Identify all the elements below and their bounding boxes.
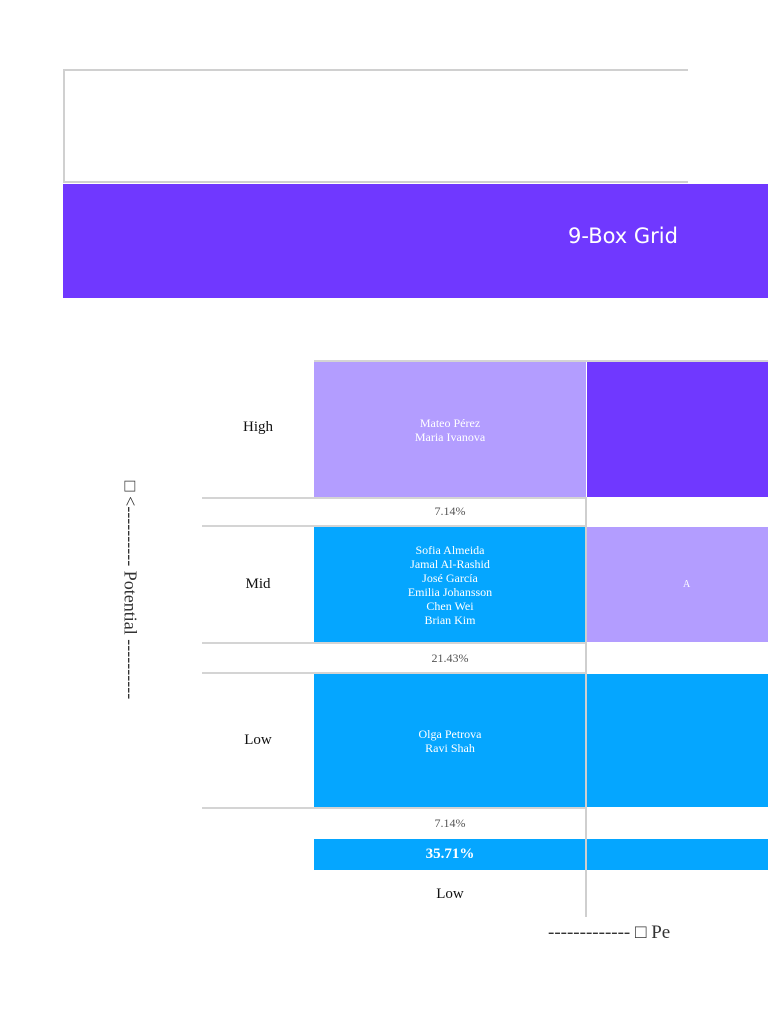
row-label-high: High [243, 419, 273, 435]
employee-name: José García [422, 570, 478, 585]
employee-name: Chen Wei [426, 598, 474, 613]
employee-name: Emilia Johansson [407, 584, 493, 599]
employee-name: Olga Petrova [418, 726, 482, 741]
employee-name: Brian Kim [424, 612, 476, 627]
employee-name: Jamal Al-Rashid [410, 556, 490, 571]
header-box [63, 69, 688, 183]
box-high-mid[interactable] [587, 362, 768, 497]
row-label-mid: Mid [245, 576, 271, 592]
col-total-mid [587, 839, 768, 870]
box-low-low[interactable]: Olga Petrova Ravi Shah [314, 674, 586, 807]
page-title: 9-Box Grid [568, 224, 678, 248]
box-mid-low[interactable]: Sofia Almeida Jamal Al-Rashid José Garcí… [314, 527, 586, 642]
grid-line [314, 360, 768, 362]
row-pct-low: 7.14% [434, 816, 466, 830]
box-names: Olga Petrova Ravi Shah [419, 727, 482, 755]
column-divider [585, 497, 587, 917]
potential-axis-label: □ <---------- Potential ---------- [120, 480, 141, 700]
col-label-low: Low [436, 886, 464, 902]
grid-line [202, 807, 586, 809]
employee-name: Maria Ivanova [414, 429, 486, 444]
grid-line [202, 672, 586, 674]
box-names: Sofia Almeida Jamal Al-Rashid José Garcí… [408, 543, 492, 627]
employee-name: Mateo Pérez [419, 415, 481, 430]
grid-line [202, 525, 586, 527]
box-low-mid[interactable] [587, 674, 768, 807]
row-pct-mid: 21.43% [431, 651, 469, 665]
employee-name: Sofia Almeida [415, 542, 485, 557]
row-label-low: Low [244, 732, 272, 748]
grid-line [202, 497, 586, 499]
box-names: Mateo Pérez Maria Ivanova [415, 416, 485, 444]
box-mid-mid[interactable]: A [587, 527, 768, 642]
grid-line [202, 642, 586, 644]
performance-axis-label: ------------- □ Pe [548, 922, 671, 943]
employee-name: A [683, 578, 691, 590]
title-banner [63, 184, 768, 298]
box-high-low[interactable]: Mateo Pérez Maria Ivanova [314, 362, 586, 497]
row-pct-high: 7.14% [434, 504, 466, 518]
col-total-low: 35.71% [314, 839, 586, 870]
employee-name: Ravi Shah [425, 740, 475, 755]
